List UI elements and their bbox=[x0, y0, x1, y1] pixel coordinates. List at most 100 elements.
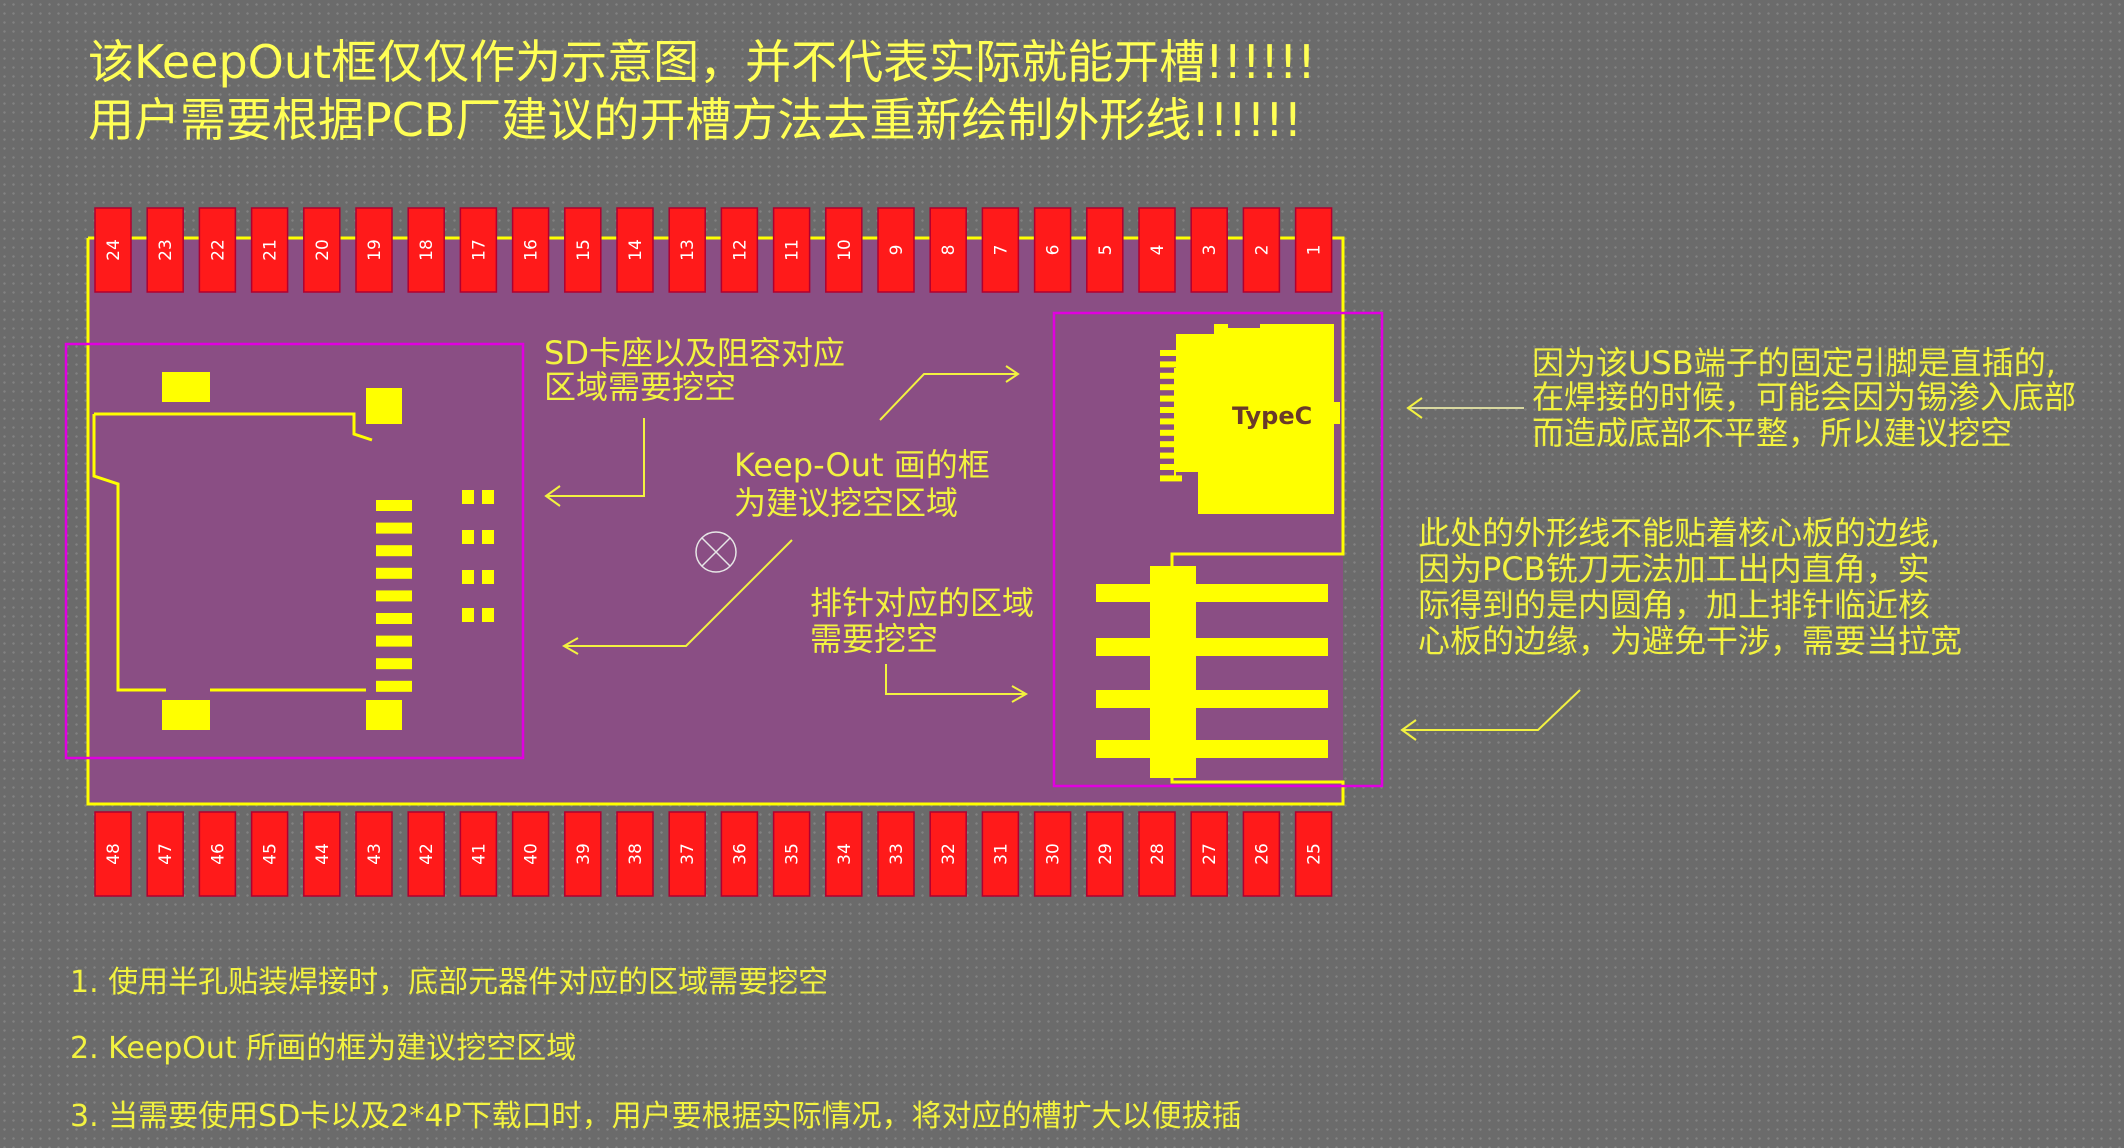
typec-pin bbox=[1160, 395, 1182, 402]
pin-header bbox=[1096, 566, 1328, 778]
bottom-pad-44 bbox=[303, 811, 341, 897]
sd-note-line-1: SD卡座以及阻容对应 bbox=[544, 334, 845, 372]
top-pad-22 bbox=[198, 207, 237, 293]
footer-item-1: 1. 使用半孔贴装焊接时，底部元器件对应的区域需要挖空 bbox=[70, 965, 828, 1000]
outline-arrow bbox=[1404, 689, 1581, 731]
sd-contact bbox=[376, 635, 412, 647]
bottom-pad-label: 29 bbox=[1096, 843, 1116, 865]
top-pad-label: 12 bbox=[730, 239, 750, 261]
top-pad-15 bbox=[564, 207, 602, 293]
top-pad-5 bbox=[1086, 207, 1124, 293]
outline-note-line-2: 因为PCB铣刀无法加工出内直角，实 bbox=[1418, 550, 1930, 588]
sd-note-line-2: 区域需要挖空 bbox=[544, 368, 736, 406]
top-pad-label: 5 bbox=[1096, 245, 1116, 256]
keepout-arrowhead-up bbox=[1005, 365, 1020, 383]
top-pad-6 bbox=[1033, 207, 1072, 293]
keepout-note-line-1: Keep-Out 画的框 bbox=[734, 446, 990, 484]
top-pad-1 bbox=[1294, 207, 1333, 293]
footer-item-2: 2. KeepOut 所画的框为建议挖空区域 bbox=[70, 1031, 576, 1066]
top-pad-label: 1 bbox=[1305, 245, 1325, 256]
bottom-pad-label: 41 bbox=[469, 843, 489, 865]
top-pad-21 bbox=[250, 207, 289, 293]
bottom-pad-31 bbox=[981, 811, 1020, 897]
bottom-pad-26 bbox=[1242, 811, 1281, 897]
smd-pad bbox=[462, 570, 474, 584]
bottom-pad-25 bbox=[1294, 811, 1333, 897]
top-pad-23 bbox=[146, 207, 184, 293]
sd-contact bbox=[376, 567, 412, 579]
usb-note-line-1: 因为该USB端子的固定引脚是直插的, bbox=[1532, 344, 2056, 382]
sd-keepout-box bbox=[64, 342, 525, 760]
smd-pad bbox=[482, 570, 494, 584]
top-pad-label: 18 bbox=[417, 239, 437, 261]
usb-arrowhead bbox=[1406, 397, 1423, 419]
bottom-pad-label: 34 bbox=[835, 843, 855, 865]
bottom-pad-48 bbox=[94, 811, 132, 897]
header-arrow bbox=[885, 664, 1024, 695]
bottom-pad-43 bbox=[355, 811, 393, 897]
typec-connector: TypeC bbox=[1160, 320, 1340, 514]
usb-note-line-3: 而造成底部不平整，所以建议挖空 bbox=[1532, 414, 2012, 452]
top-pad-18 bbox=[407, 207, 445, 293]
top-pad-label: 15 bbox=[574, 239, 594, 261]
typec-pin bbox=[1160, 372, 1182, 379]
top-pad-label: 24 bbox=[104, 239, 124, 261]
keepout-note-line-2: 为建议挖空区域 bbox=[734, 484, 958, 522]
top-pad-label: 22 bbox=[208, 239, 228, 261]
bottom-pad-label: 32 bbox=[939, 843, 959, 865]
sd-card-footprint bbox=[92, 372, 412, 730]
top-pad-4 bbox=[1138, 207, 1176, 293]
sd-contact bbox=[376, 500, 412, 511]
top-pad-label: 2 bbox=[1252, 245, 1272, 256]
top-pad-label: 4 bbox=[1148, 245, 1168, 256]
bottom-pad-40 bbox=[511, 811, 550, 897]
top-pad-label: 8 bbox=[939, 245, 959, 256]
board-body bbox=[88, 238, 1343, 804]
top-pad-2 bbox=[1242, 207, 1281, 293]
sd-contact bbox=[376, 590, 412, 602]
bottom-pad-33 bbox=[877, 811, 915, 897]
bottom-pad-32 bbox=[929, 811, 967, 897]
bottom-pad-label: 28 bbox=[1148, 843, 1168, 865]
top-pad-9 bbox=[877, 207, 915, 293]
bottom-pad-label: 46 bbox=[208, 843, 228, 865]
bottom-pad-label: 43 bbox=[365, 843, 385, 865]
bottom-pad-label: 36 bbox=[730, 843, 750, 865]
connector-keepout-box bbox=[1052, 311, 1384, 788]
bottom-pad-label: 27 bbox=[1200, 843, 1220, 865]
outline-note-line-3: 际得到的是内圆角，加上排针临近核 bbox=[1418, 586, 1930, 624]
top-pad-16 bbox=[511, 207, 550, 293]
sd-contact bbox=[376, 680, 412, 692]
bottom-pad-30 bbox=[1033, 811, 1072, 897]
top-pad-label: 17 bbox=[469, 239, 489, 261]
top-pad-label: 10 bbox=[835, 239, 855, 261]
resistor-capacitor-pads bbox=[462, 490, 494, 622]
top-pad-label: 23 bbox=[156, 239, 176, 261]
typec-pin bbox=[1160, 418, 1182, 425]
bottom-pad-35 bbox=[772, 811, 811, 897]
top-pad-17 bbox=[459, 207, 498, 293]
top-pad-20 bbox=[303, 207, 341, 293]
top-pad-19 bbox=[355, 207, 393, 293]
bottom-pad-47 bbox=[146, 811, 184, 897]
bottom-pad-29 bbox=[1086, 811, 1124, 897]
top-pad-label: 20 bbox=[313, 239, 333, 261]
top-pad-label: 11 bbox=[783, 239, 803, 261]
keepout-arrow-down bbox=[566, 539, 793, 647]
sd-contact bbox=[376, 658, 412, 670]
typec-pin bbox=[1160, 475, 1182, 482]
header-note-line-1: 排针对应的区域 bbox=[810, 584, 1034, 622]
typec-pin bbox=[1160, 452, 1182, 459]
sd-contact bbox=[376, 545, 412, 557]
footer-item-3: 3. 当需要使用SD卡以及2*4P下载口时，用户要根据实际情况，将对应的槽扩大以… bbox=[70, 1099, 1242, 1134]
top-pad-24 bbox=[94, 207, 132, 293]
bottom-pad-label: 42 bbox=[417, 843, 437, 865]
top-pad-label: 19 bbox=[365, 239, 385, 261]
sd-arrow bbox=[548, 418, 645, 497]
bottom-pad-label: 33 bbox=[887, 843, 907, 865]
keepout-arrowhead-down bbox=[561, 637, 579, 655]
bottom-pad-39 bbox=[564, 811, 602, 897]
typec-pin bbox=[1160, 464, 1182, 470]
